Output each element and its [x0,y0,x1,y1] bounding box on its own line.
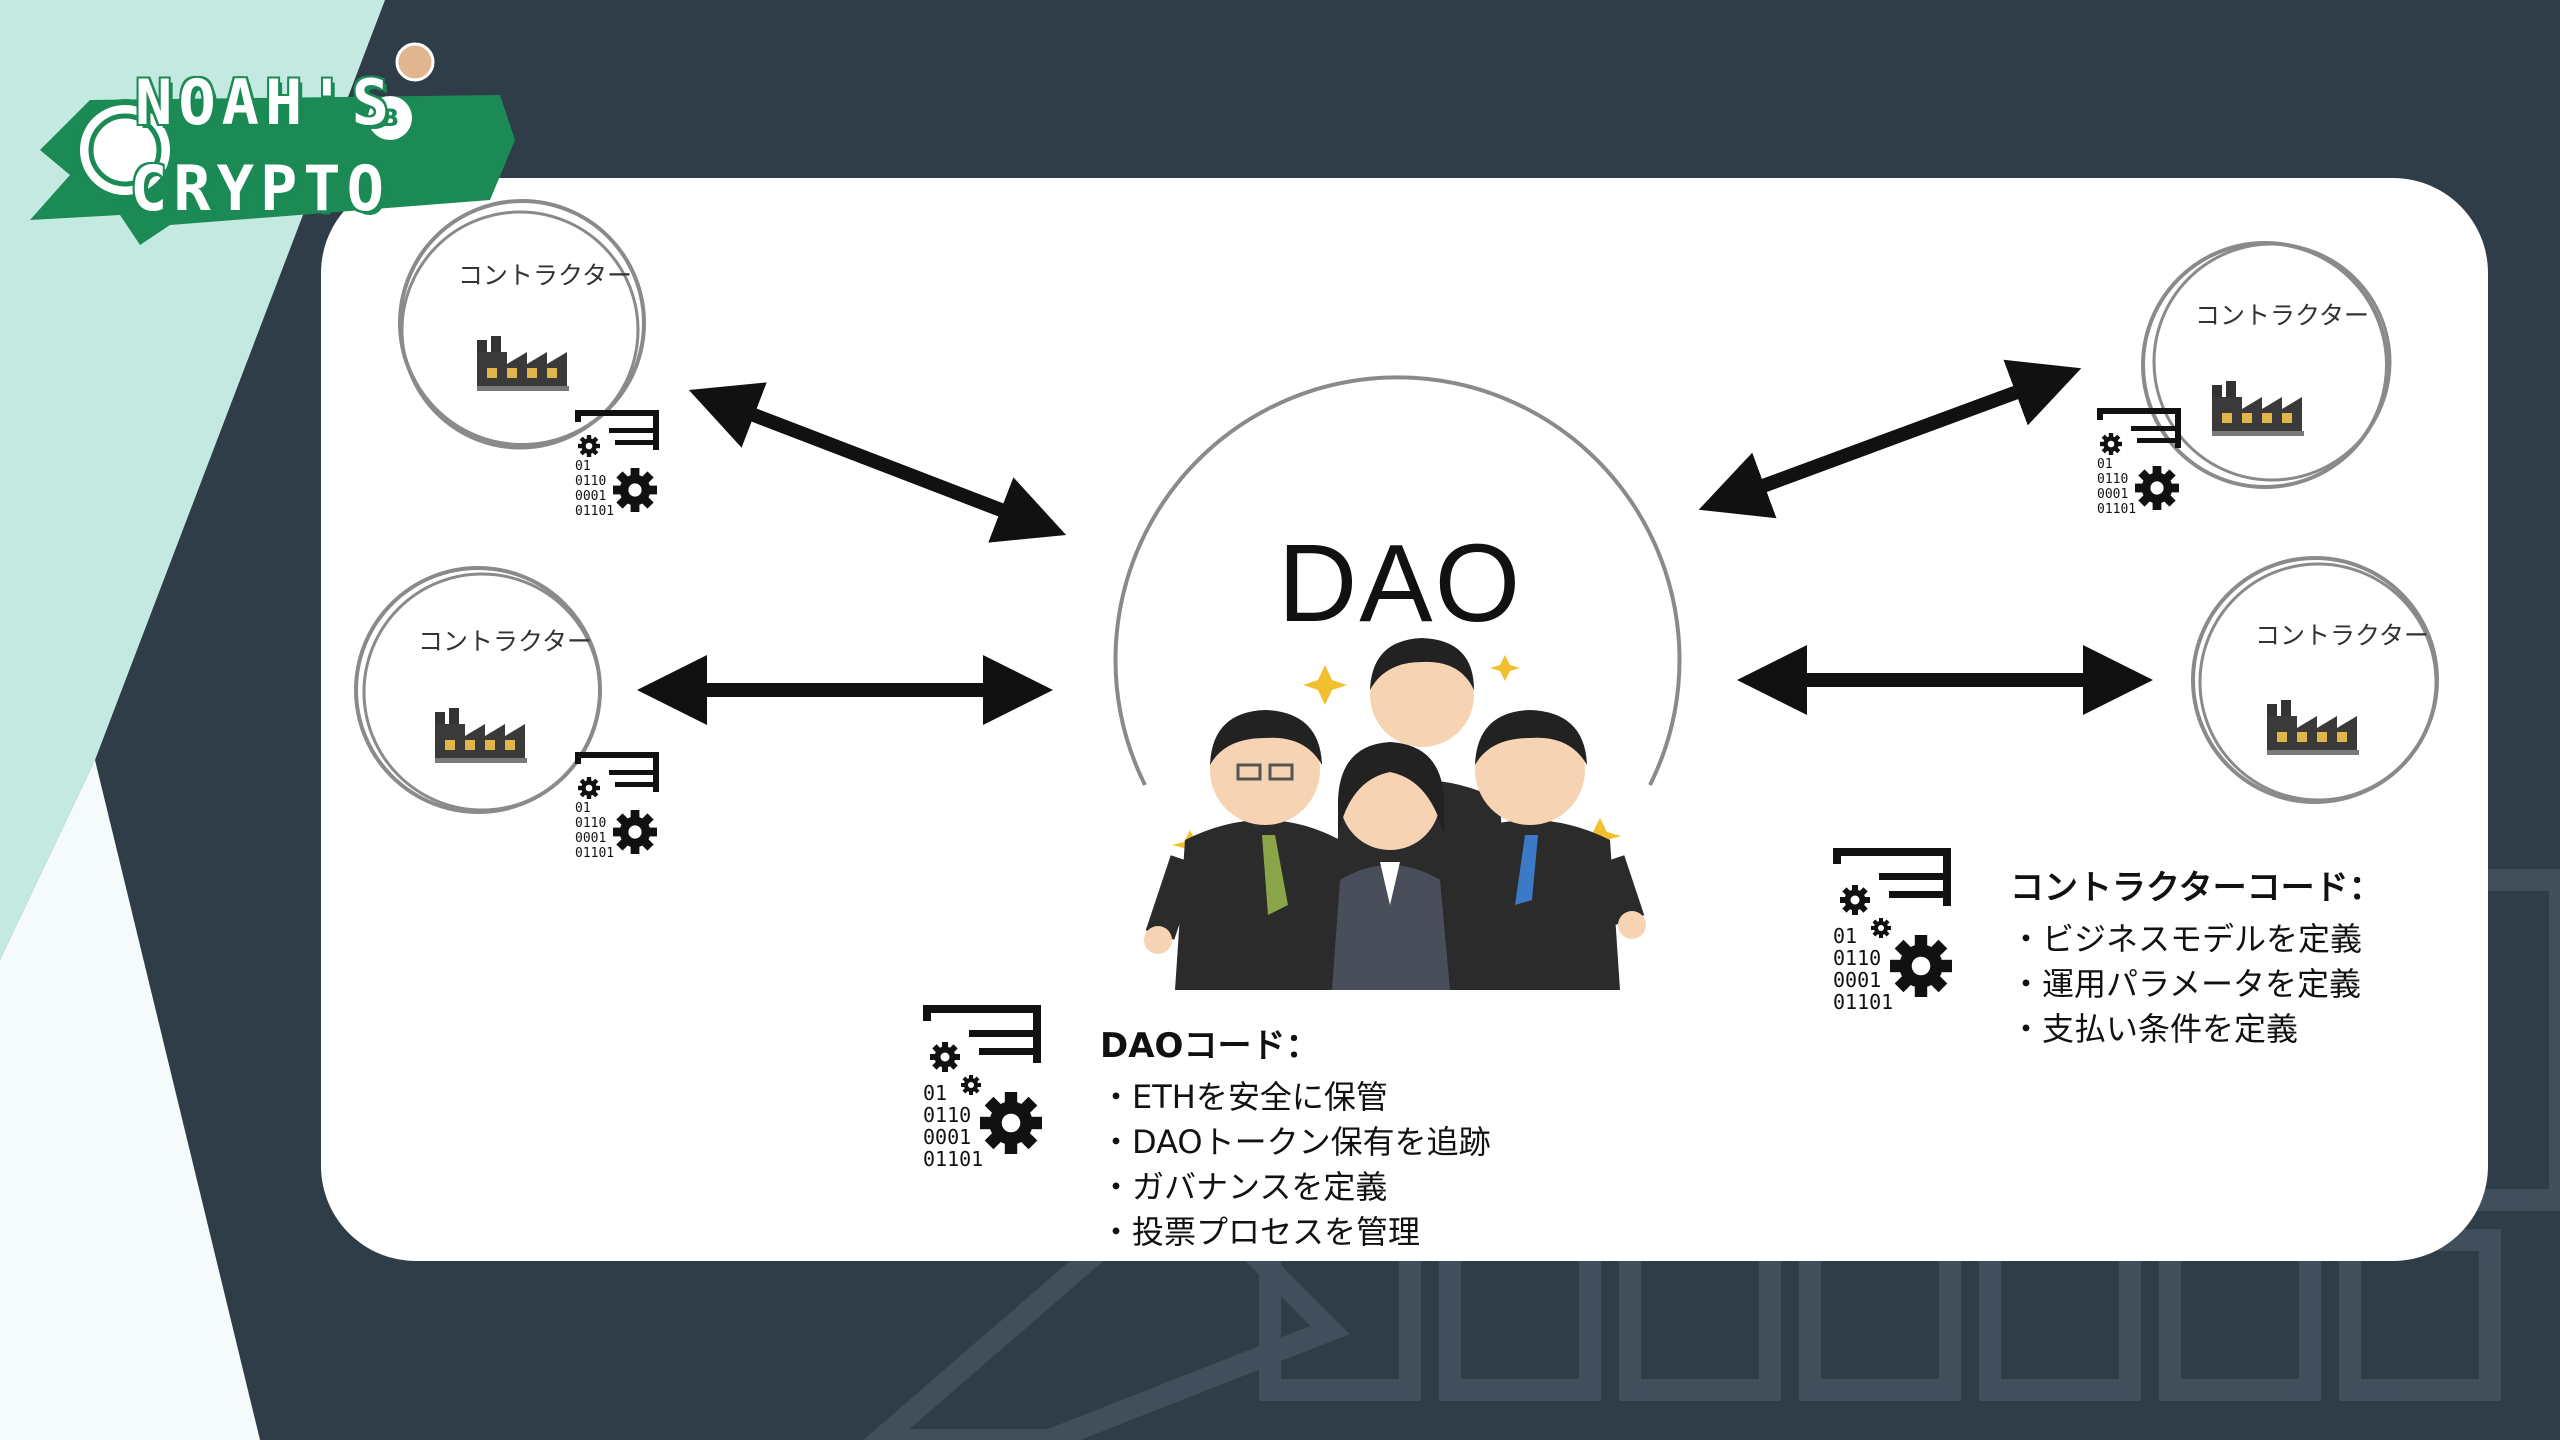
factory-icon [2267,700,2359,755]
factory-icon [435,708,527,763]
svg-text:0001: 0001 [2097,487,2128,502]
dao-code-description: DAOコード： ・ETHを安全に保管 ・DAOトークン保有を追跡 ・ガバナンスを… [1100,1018,1491,1255]
contractor-label-top-right: コントラクター [2195,301,2370,330]
svg-text:0110: 0110 [575,816,606,831]
svg-text:01101: 01101 [575,846,614,861]
dao-circle [1113,375,1682,786]
contractor-code-item: ・運用パラメータを定義 [2010,965,2362,1003]
contractor-node-top-right [2141,241,2392,489]
svg-text:0110: 0110 [1833,946,1881,970]
logo-badge-icon: B [30,42,515,245]
contractor-code-description: コントラクターコード： ・ビジネスモデルを定義 ・運用パラメータを定義 ・支払い… [2010,860,2383,1052]
svg-text:01101: 01101 [575,504,614,519]
svg-text:01: 01 [575,459,591,474]
svg-text:01: 01 [1833,924,1857,948]
dao-code-item: ・投票プロセスを管理 [1100,1213,1421,1251]
contractor-code-heading: コントラクターコード： [2010,868,2383,908]
contractor-code-item: ・ビジネスモデルを定義 [2010,920,2363,958]
contractor-node-top-left [398,199,646,450]
svg-text:01101: 01101 [2097,502,2136,517]
code-icon-dao: 01 0110 0001 01101 [923,1005,1042,1171]
dao-code-item: ・ガバナンスを定義 [1100,1168,1388,1206]
code-icon-mid-left: 01 0110 0001 01101 [575,752,659,861]
svg-text:01: 01 [575,801,591,816]
contractor-code-item: ・支払い条件を定義 [2010,1010,2299,1048]
dao-members-illustration [1144,638,1646,990]
noahs-crypto-logo: B NOAH'S CRYPTO [30,40,530,260]
logo-line1: NOAH'S [135,66,395,139]
svg-text:0001: 0001 [1833,968,1881,992]
svg-text:01: 01 [923,1081,947,1105]
dao-code-item: ・ETHを安全に保管 [1100,1078,1388,1116]
dao-code-heading: DAOコード： [1100,1026,1320,1066]
code-icon-top-right: 01 0110 0001 01101 [2097,408,2181,517]
mint-panel [0,0,385,960]
svg-text:B: B [381,104,399,132]
factory-icon [2212,381,2304,436]
svg-text:0110: 0110 [2097,472,2128,487]
svg-text:01101: 01101 [1833,990,1893,1014]
white-panel [0,760,260,1440]
logo-line2: CRYPTO [130,152,390,225]
contractor-label-mid-right: コントラクター [2255,621,2430,650]
contractor-node-mid-right [2191,556,2439,804]
svg-text:0001: 0001 [575,831,606,846]
arrow-top-left [688,382,1067,543]
svg-text:01: 01 [2097,457,2113,472]
factory-icon [477,336,569,391]
svg-text:0110: 0110 [575,474,606,489]
svg-text:01101: 01101 [923,1147,983,1171]
code-icon-contractor: 01 0110 0001 01101 [1833,848,1952,1014]
dao-code-item: ・DAOトークン保有を追跡 [1100,1123,1491,1161]
dao-title: DAO [1277,522,1523,645]
contractor-node-mid-left [354,566,602,814]
svg-text:0001: 0001 [923,1125,971,1149]
code-icon-top-left: 01 0110 0001 01101 [575,410,659,519]
contractor-label-mid-left: コントラクター [418,627,593,656]
svg-text:0001: 0001 [575,489,606,504]
contractor-label-top-left: コントラクター [458,261,633,290]
arrow-top-right [1698,359,2082,519]
svg-text:0110: 0110 [923,1103,971,1127]
